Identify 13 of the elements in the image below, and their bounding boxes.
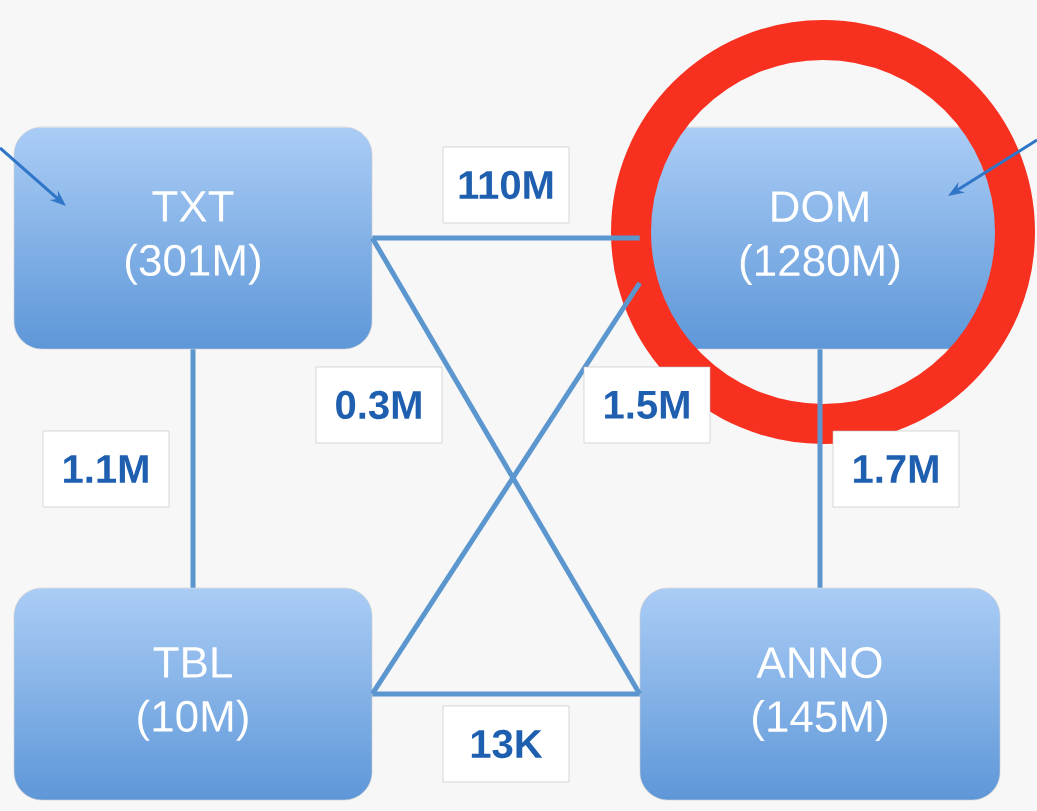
process-box: ANNO (145M) bbox=[639, 587, 1001, 801]
connector-line bbox=[817, 349, 823, 588]
process-box: TXT (301M) bbox=[13, 126, 373, 350]
connector-line bbox=[372, 235, 640, 241]
edge-label: 1.1M bbox=[42, 430, 170, 508]
connector-line bbox=[372, 691, 640, 697]
edge-label: 1.5M bbox=[583, 366, 711, 444]
process-box: TBL (10M) bbox=[13, 587, 373, 801]
edge-label: 13K bbox=[442, 705, 570, 783]
edge-label: 110M bbox=[442, 146, 570, 224]
edge-label: 0.3M bbox=[315, 366, 443, 444]
edge-label: 1.7M bbox=[832, 430, 960, 508]
connector-line bbox=[190, 349, 196, 588]
